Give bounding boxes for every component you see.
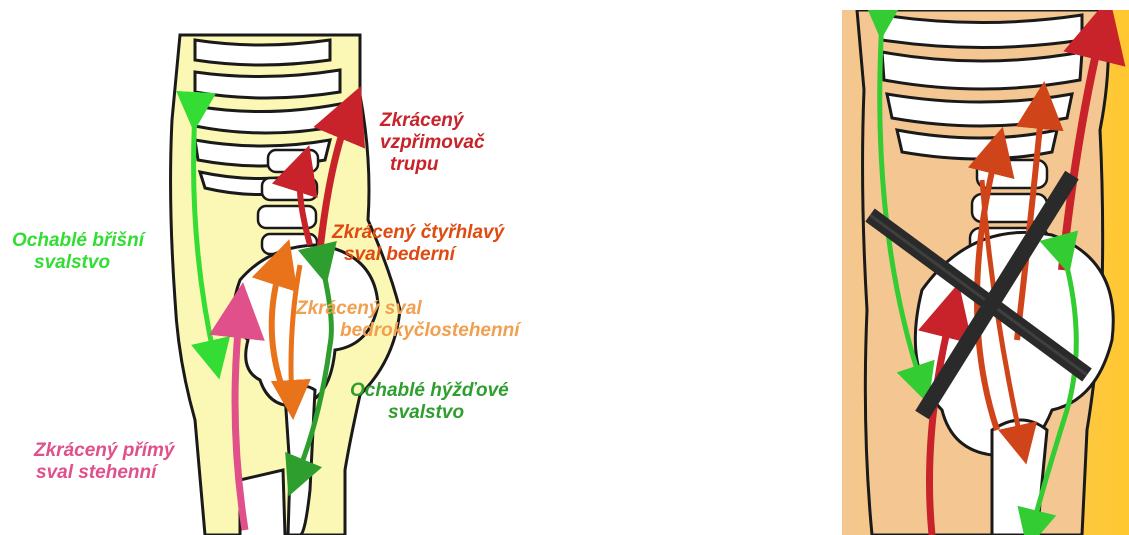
erector-label: Zkrácený vzpřimovač trupu [380,110,485,176]
psoas-label: Zkrácený čtyřhlavý sval bederní [332,222,504,266]
posture-diagram: Zkrácený vzpřimovač trupu Ochablé břišní… [0,0,620,535]
crossed-out-diagram [842,10,1129,535]
crossed-illustration [842,10,1129,535]
gluteal-label: Ochablé hýžďové svalstvo [350,380,509,424]
rectus-label: Zkrácený přímý sval stehenní [34,440,174,484]
iliopsoas-label: Zkrácený sval bedrokyčlostehenní [296,298,520,342]
abdominal-label: Ochablé břišní svalstvo [12,230,144,274]
